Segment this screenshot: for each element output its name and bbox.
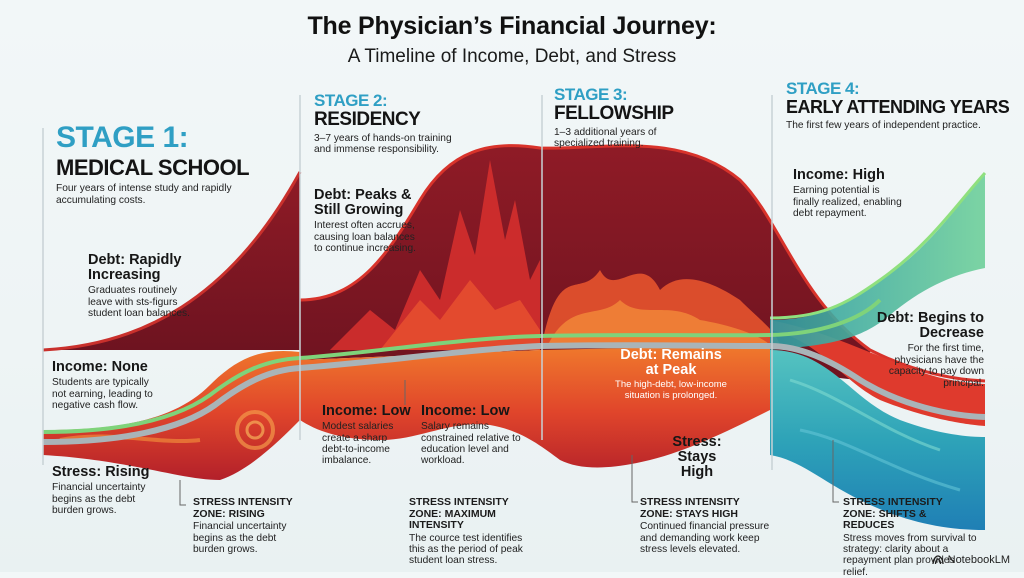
stage-1-stress: Stress: Rising Financial uncertainty beg… bbox=[52, 464, 152, 517]
stage-3-header: STAGE 3: FELLOWSHIP 1–3 additional years… bbox=[554, 85, 674, 150]
stage-1-description: Four years of intense study and rapidly … bbox=[56, 183, 232, 206]
stage-2-income: Income: Low Modest salaries create a sha… bbox=[322, 403, 412, 467]
page-title: The Physician’s Financial Journey: bbox=[307, 12, 717, 40]
stage-4-debt-text: For the first time, physicians have the … bbox=[888, 343, 984, 389]
stage-3-zone: STRESS INTENSITY ZONE: STAYS HIGH Contin… bbox=[640, 496, 770, 555]
stage-2-zone-heading: STRESS INTENSITY ZONE: MAXIMUM INTENSITY bbox=[409, 496, 509, 532]
stage-2-income-heading: Income: Low bbox=[322, 403, 411, 419]
stage-3-debt-text: The high-debt, low-income situation is p… bbox=[615, 379, 727, 402]
stage-3-zone-heading: STRESS INTENSITY ZONE: STAYS HIGH bbox=[640, 496, 740, 520]
stage-1-income-text: Students are typically not earning, lead… bbox=[52, 377, 153, 412]
stage-3-stress-heading: Stress: Stays High bbox=[672, 434, 722, 481]
stage-2-label: STAGE 2: bbox=[314, 91, 388, 110]
stage-2-income-2-heading: Income: Low bbox=[421, 403, 510, 419]
stage-4-income: Income: High Earning potential is finall… bbox=[793, 167, 903, 220]
stage-4-description: The first few years of independent pract… bbox=[786, 119, 981, 131]
stage-2-income-text: Modest salaries create a sharp debt-to-i… bbox=[322, 421, 394, 467]
notebooklm-icon bbox=[931, 555, 944, 565]
stage-2-zone-text: The cource test identifies this as the p… bbox=[409, 532, 523, 567]
stage-1-income: Income: None Students are typically not … bbox=[52, 359, 164, 412]
stage-1-debt-heading: Debt: Rapidly Increasing bbox=[88, 252, 182, 284]
stage-4-income-heading: Income: High bbox=[793, 167, 885, 183]
stage-2-income-2: Income: Low Salary remains constrained r… bbox=[421, 403, 521, 467]
stage-3-description: 1–3 additional years of specialized trai… bbox=[554, 126, 657, 150]
stage-2-description: 3–7 years of hands-on training and immen… bbox=[314, 132, 452, 156]
stage-4-debt-heading: Debt: Begins to Decrease bbox=[876, 310, 984, 342]
stage-4-debt: Debt: Begins to Decrease For the first t… bbox=[872, 310, 984, 389]
stage-2-debt-text: Interest often accrues, causing loan bal… bbox=[314, 220, 416, 255]
stage-2-debt-heading: Debt: Peaks & Still Growing bbox=[314, 187, 412, 219]
stage-1-income-heading: Income: None bbox=[52, 359, 148, 375]
stage-1-zone: STRESS INTENSITY ZONE: RISING Financial … bbox=[193, 496, 293, 555]
stage-3-label: STAGE 3: bbox=[554, 85, 628, 104]
stage-4-zone-heading: STRESS INTENSITY ZONE: SHIFTS & REDUCES bbox=[843, 496, 943, 532]
stage-1-stress-text: Financial uncertainty begins as the debt… bbox=[52, 482, 146, 517]
stage-3-stress: Stress: Stays High bbox=[662, 434, 732, 481]
stage-4-label: STAGE 4: bbox=[786, 79, 860, 98]
stage-4-name: EARLY ATTENDING YEARS bbox=[786, 97, 1010, 118]
stage-2-name: RESIDENCY bbox=[314, 109, 421, 131]
stage-2-debt: Debt: Peaks & Still Growing Interest oft… bbox=[314, 187, 422, 255]
stage-1-header: STAGE 1: MEDICAL SCHOOL Four years of in… bbox=[56, 121, 256, 206]
stage-4-header: STAGE 4: EARLY ATTENDING YEARS The first… bbox=[786, 79, 1010, 131]
stage-1-zone-text: Financial uncertainty begins as the debt… bbox=[193, 521, 287, 555]
stage-1-stress-heading: Stress: Rising bbox=[52, 464, 150, 480]
stage-4-income-text: Earning potential is finally realized, e… bbox=[793, 185, 902, 220]
stage-2-header: STAGE 2: RESIDENCY 3–7 years of hands-on… bbox=[314, 91, 459, 156]
stage-3-debt: Debt: Remains at Peak The high-debt, low… bbox=[612, 347, 730, 402]
stage-2-income-2-text: Salary remains constrained relative to e… bbox=[421, 421, 521, 467]
stage-3-name: FELLOWSHIP bbox=[554, 103, 674, 125]
stage-1-debt: Debt: Rapidly Increasing Graduates routi… bbox=[88, 252, 198, 320]
branding-label: NotebookLM bbox=[947, 554, 1010, 566]
stage-1-name: MEDICAL SCHOOL bbox=[56, 155, 250, 181]
stage-1-label: STAGE 1: bbox=[56, 121, 189, 154]
stage-1-zone-heading: STRESS INTENSITY ZONE: RISING bbox=[193, 496, 293, 520]
stage-1-debt-text: Graduates routinely leave with sts-figur… bbox=[88, 285, 190, 320]
stage-3-zone-text: Continued financial pressure and demandi… bbox=[640, 521, 770, 555]
page-subtitle: A Timeline of Income, Debt, and Stress bbox=[347, 46, 677, 67]
stage-3-debt-heading: Debt: Remains at Peak bbox=[620, 347, 722, 379]
notebooklm-branding: NotebookLM bbox=[931, 554, 1010, 566]
stage-2-zone: STRESS INTENSITY ZONE: MAXIMUM INTENSITY… bbox=[409, 496, 539, 567]
